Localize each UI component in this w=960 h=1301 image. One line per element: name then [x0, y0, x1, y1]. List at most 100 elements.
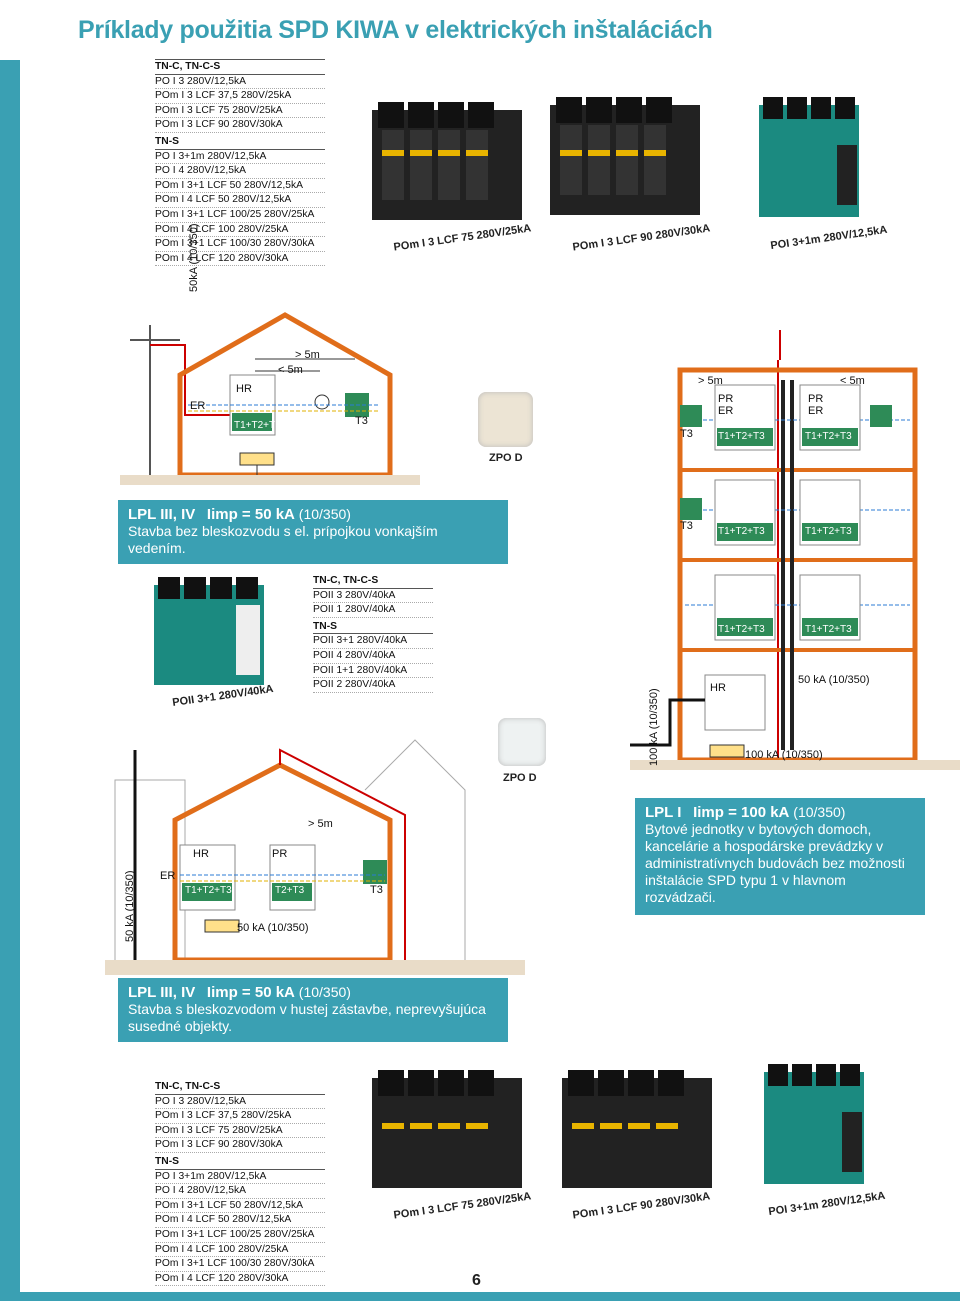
info-text: Bytové jednotky v bytových domoch, kance…	[645, 821, 905, 905]
hr-label-3: HR	[710, 682, 726, 694]
spec-header: TN-S	[313, 620, 433, 635]
zpo-label-2: ZPO D	[503, 772, 537, 784]
ka-label-2: 50 kA (10/350)	[237, 922, 309, 934]
er-label-2: ER	[160, 870, 176, 882]
product-image-mid	[154, 577, 264, 685]
spec-item: POm I 4 LCF 50 280V/12,5kA	[155, 1213, 325, 1228]
t3-label-3a: T3	[680, 428, 693, 440]
product-label-bot3: POI 3+1m 280V/12,5kA	[767, 1189, 886, 1219]
spec-header: TN-S	[155, 135, 325, 150]
product-image-bot1	[372, 1070, 522, 1188]
t3-label-2: T3	[370, 884, 383, 896]
product-label-bot1: POm I 3 LCF 75 280V/25kA	[392, 1190, 532, 1222]
dist-lt5-3: < 5m	[840, 375, 865, 387]
spec-header: TN-S	[155, 1155, 325, 1170]
spec-item: POm I 4 LCF 50 280V/12,5kA	[155, 193, 325, 208]
spec-item: POII 1 280V/40kA	[313, 603, 433, 618]
spec-item: PO I 3+1m 280V/12,5kA	[155, 150, 325, 165]
product-image-top1	[372, 102, 522, 220]
spec-item: POm I 4 LCF 100 280V/25kA	[155, 223, 325, 238]
dist-gt5-2: > 5m	[308, 818, 333, 830]
spec-item: PO I 3+1m 280V/12,5kA	[155, 1170, 325, 1185]
spec-item: POII 1+1 280V/40kA	[313, 664, 433, 679]
bottom-band	[0, 1292, 960, 1301]
t123-label-3f: T1+T2+T3	[805, 624, 852, 635]
spec-item: POm I 3+1 LCF 100/30 280V/30kA	[155, 1257, 325, 1272]
info-box-3: LPL I Iimp = 100 kA (10/350) Bytové jedn…	[635, 798, 925, 915]
product-label-top3: POI 3+1m 280V/12,5kA	[769, 223, 888, 253]
spec-item: PO I 4 280V/12,5kA	[155, 164, 325, 179]
spec-item: PO I 4 280V/12,5kA	[155, 1184, 325, 1199]
spec-item: POII 3 280V/40kA	[313, 589, 433, 604]
pole-label-1: 50kA (10/350)	[188, 223, 200, 293]
diagram-house-1	[120, 312, 420, 485]
pr-label-2: PR	[272, 848, 288, 860]
spec-item: POm I 4 LCF 100 280V/25kA	[155, 1243, 325, 1258]
info-box-2: LPL III, IV Iimp = 50 kA (10/350) Stavba…	[118, 978, 508, 1042]
page-title: Príklady použitia SPD KIWA v elektrickýc…	[78, 16, 713, 44]
product-image-top2	[550, 97, 700, 215]
lpl-label: LPL III, IV	[128, 506, 196, 523]
product-label-bot2: POm I 3 LCF 90 280V/30kA	[571, 1190, 711, 1222]
spec-item: POm I 3 LCF 37,5 280V/25kA	[155, 89, 325, 104]
spec-item: POII 3+1 280V/40kA	[313, 634, 433, 649]
t3-label-1: T3	[355, 415, 368, 427]
socket-icon	[478, 392, 533, 447]
dist-gt5-3: > 5m	[698, 375, 723, 387]
diagram-building	[630, 330, 960, 770]
dist-lt5-1: < 5m	[278, 364, 303, 376]
imp-label: Iimp = 50 kA	[206, 984, 295, 1001]
spec-item: POII 4 280V/40kA	[313, 649, 433, 664]
spec-item: POm I 3+1 LCF 100/25 280V/25kA	[155, 1228, 325, 1243]
spec-item: POm I 3+1 LCF 50 280V/12,5kA	[155, 179, 325, 194]
spec-item: PO I 3 280V/12,5kA	[155, 1095, 325, 1110]
spec-list-bottom: TN-C, TN-C-S PO I 3 280V/12,5kA POm I 3 …	[155, 1078, 325, 1287]
imp-unit: (10/350)	[298, 984, 351, 1000]
side-band	[0, 60, 20, 1301]
hr-label-1: HR	[236, 383, 252, 395]
er-label-3b: ER	[808, 405, 824, 417]
info-text: Stavba s bleskozvodom v hustej zástavbe,…	[128, 1001, 486, 1034]
t123-label-2: T1+T2+T3	[185, 885, 232, 896]
t123-label-3e: T1+T2+T3	[718, 624, 765, 635]
lpl-label: LPL III, IV	[128, 984, 196, 1001]
product-label-top2: POm I 3 LCF 90 280V/30kA	[571, 222, 711, 254]
spec-item: POm I 3+1 LCF 100/30 280V/30kA	[155, 237, 325, 252]
er-label-1: ER	[190, 400, 206, 412]
spec-header: TN-C, TN-C-S	[313, 574, 433, 589]
side-label: ohrozenie stredné	[15, 966, 54, 1260]
spec-item: POm I 4 LCF 120 280V/30kA	[155, 252, 325, 267]
spec-header: TN-C, TN-C-S	[155, 59, 325, 75]
pr-label-3: PR	[718, 393, 734, 405]
spec-item: POm I 3 LCF 90 280V/30kA	[155, 1138, 325, 1153]
spec-item: POII 2 280V/40kA	[313, 678, 433, 693]
zpo-label-1: ZPO D	[489, 452, 523, 464]
spec-header: TN-C, TN-C-S	[155, 1080, 325, 1095]
spec-item: POm I 4 LCF 120 280V/30kA	[155, 1272, 325, 1287]
info-text: Stavba bez bleskozvodu s el. prípojkou v…	[128, 523, 438, 556]
er-label-3: ER	[718, 405, 734, 417]
spec-item: POm I 3 LCF 37,5 280V/25kA	[155, 1109, 325, 1124]
t123-label-3d: T1+T2+T3	[805, 526, 852, 537]
t3-label-3b: T3	[680, 520, 693, 532]
pole-label-2: 50 kA (10/350)	[124, 870, 136, 942]
t23-label-2: T2+T3	[275, 885, 305, 896]
t123-label-3a: T1+T2+T3	[718, 431, 765, 442]
imp-unit: (10/350)	[793, 804, 846, 820]
spec-list-top: TN-C, TN-C-S PO I 3 280V/12,5kA POm I 3 …	[155, 57, 325, 267]
t123-label-3b: T1+T2+T3	[805, 431, 852, 442]
spec-item: POm I 3 LCF 75 280V/25kA	[155, 104, 325, 119]
spec-item: POm I 3+1 LCF 100/25 280V/25kA	[155, 208, 325, 223]
product-image-top3	[759, 97, 859, 217]
info-box-1: LPL III, IV Iimp = 50 kA (10/350) Stavba…	[118, 500, 508, 564]
lpl-label: LPL I	[645, 804, 682, 821]
pole-label-3: 100 kA (10/350)	[648, 688, 660, 766]
ka100-label-3: 100 kA (10/350)	[745, 749, 823, 761]
diagram-house-2	[105, 739, 525, 975]
t123-label-3c: T1+T2+T3	[718, 526, 765, 537]
socket-icon-2	[498, 718, 546, 766]
spec-item: POm I 3+1 LCF 50 280V/12,5kA	[155, 1199, 325, 1214]
imp-unit: (10/350)	[298, 506, 351, 522]
hr-label-2: HR	[193, 848, 209, 860]
product-image-bot3	[764, 1064, 864, 1184]
